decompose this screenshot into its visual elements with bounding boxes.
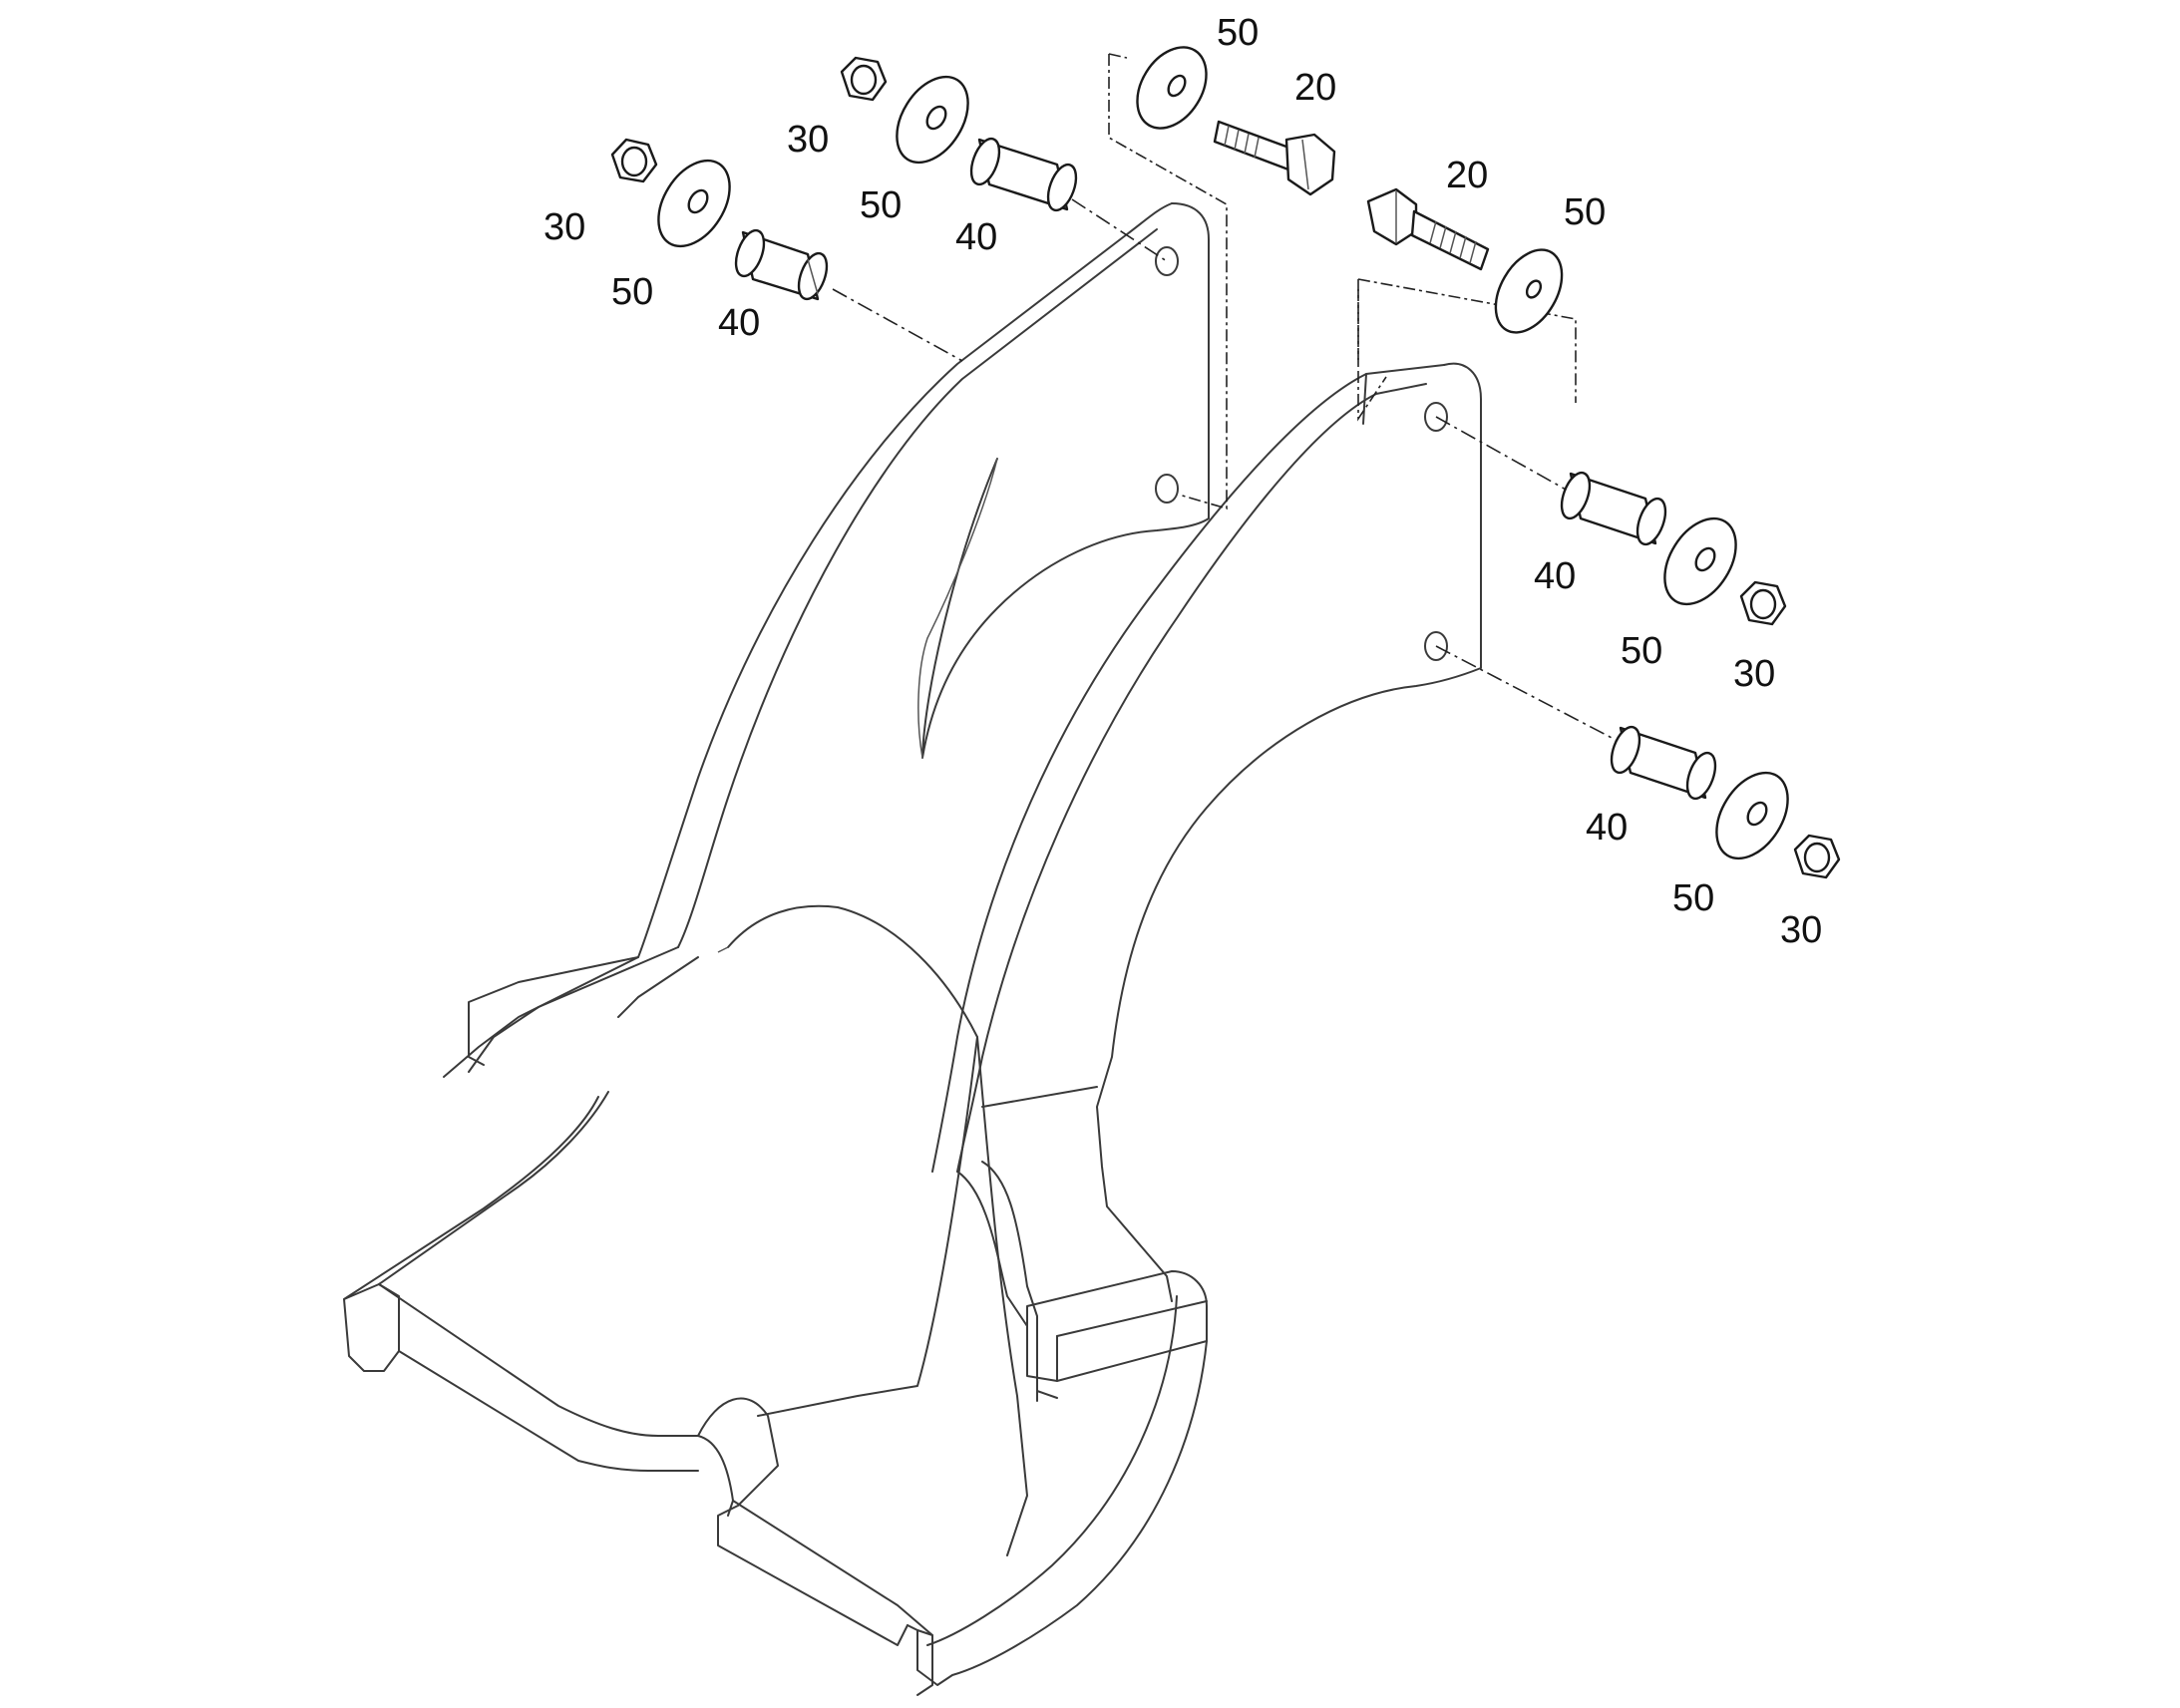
callout-50: 50 [611, 271, 653, 313]
callout-40: 40 [1586, 807, 1628, 849]
hex-bolt-icon [1213, 120, 1336, 196]
washer-icon [1136, 46, 1208, 130]
callout-50: 50 [1217, 12, 1259, 54]
bushing-icon [1610, 725, 1717, 801]
callout-40: 40 [1534, 555, 1576, 597]
callout-30: 30 [1733, 653, 1775, 695]
washer-icon [896, 75, 969, 165]
mounting-bracket [343, 202, 1482, 1696]
washer-icon [1715, 771, 1789, 860]
callout-50: 50 [860, 184, 902, 226]
callout-30: 30 [1780, 909, 1822, 951]
callout-50: 50 [1672, 877, 1714, 919]
callout-50: 50 [1564, 191, 1606, 233]
bushing-icon [1560, 471, 1667, 546]
nut-icon [840, 56, 888, 102]
nut-icon [1793, 834, 1841, 879]
callout-50: 50 [1621, 630, 1662, 672]
callout-30: 30 [787, 119, 829, 161]
bushing-icon [734, 228, 829, 301]
callout-labels: 50 20 30 50 40 30 50 40 20 50 40 50 30 4… [544, 12, 1822, 951]
washer-icon [1663, 516, 1737, 606]
callout-40: 40 [955, 216, 997, 258]
callout-20: 20 [1446, 155, 1488, 196]
washer-icon [1494, 248, 1564, 334]
nut-icon [610, 138, 658, 183]
washer-icon [657, 159, 731, 248]
callout-40: 40 [718, 302, 760, 344]
callout-20: 20 [1294, 67, 1336, 109]
assembly-guide-lines [832, 53, 1617, 741]
callout-30: 30 [544, 206, 585, 248]
hex-bolt-icon [1366, 187, 1490, 271]
nut-icon [1739, 580, 1787, 626]
bushing-icon [969, 137, 1078, 212]
